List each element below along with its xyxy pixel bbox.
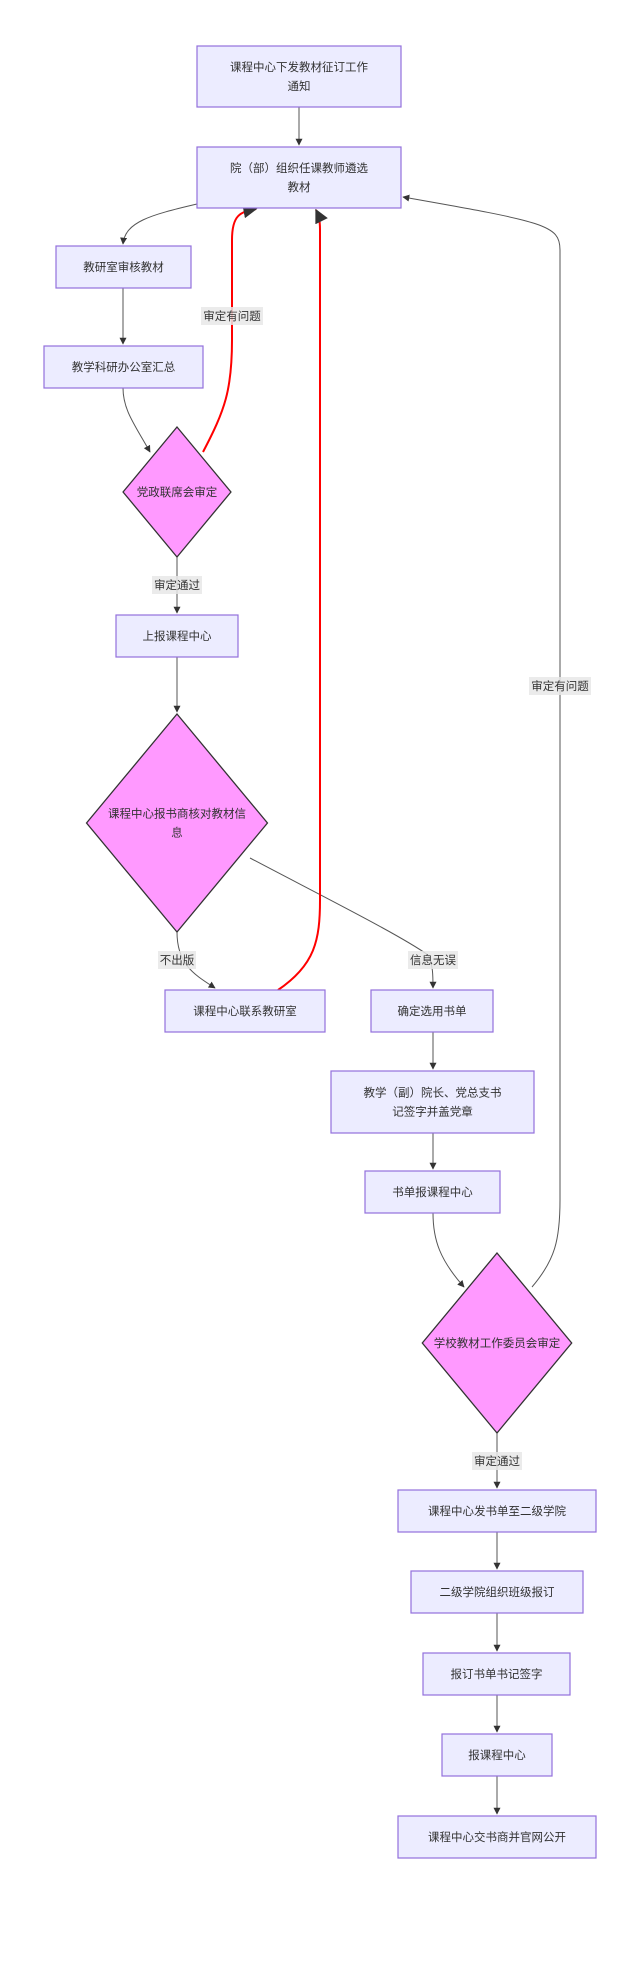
edge-label-background — [529, 677, 591, 695]
edge-label-text: 审定有问题 — [531, 679, 589, 693]
edge-label-d1-to-n2: 审定有问题 — [201, 307, 263, 325]
process-node-n9: 书单报课程中心 — [364, 1170, 501, 1214]
node-label: 课程中心下发教材征订工作 — [230, 60, 368, 74]
node-label: 教研室审核教材 — [83, 260, 164, 274]
process-box-shape — [410, 1570, 584, 1614]
edge-labels-layer: 审定有问题审定通过不出版信息无误审定有问题审定通过 — [152, 307, 591, 1470]
process-node-n13: 报课程中心 — [441, 1733, 553, 1777]
edge-label-background — [408, 951, 458, 969]
edge-label-background — [472, 1452, 522, 1470]
edge-label-d2-to-n7: 信息无误 — [408, 951, 458, 969]
decision-diamond-shape — [421, 1251, 573, 1435]
edge-label-d3-to-n10: 审定通过 — [472, 1452, 522, 1470]
process-box-shape — [364, 1170, 501, 1214]
node-label: 通知 — [288, 79, 311, 93]
process-box-shape — [441, 1733, 553, 1777]
nodes-layer: 课程中心下发教材征订工作通知院（部）组织任课教师遴选教材教研室审核教材教学科研办… — [43, 45, 597, 1859]
edge-label-background — [152, 576, 202, 594]
process-box-shape — [397, 1489, 597, 1533]
process-node-n7: 确定选用书单 — [370, 989, 494, 1033]
node-label: 息 — [171, 826, 183, 840]
node-label: 院（部）组织任课教师遴选 — [230, 161, 368, 175]
process-node-n11: 二级学院组织班级报订 — [410, 1570, 584, 1614]
edge-n2-to-n3 — [120, 203, 198, 245]
process-box-shape — [115, 614, 239, 658]
process-node-n4: 教学科研办公室汇总 — [43, 345, 204, 389]
node-label: 课程中心联系教研室 — [193, 1004, 297, 1018]
node-label: 记签字并盖党章 — [392, 1105, 473, 1119]
edge-label-d3-to-n2: 审定有问题 — [529, 677, 591, 695]
decision-diamond-shape — [122, 425, 232, 559]
edge-n4-to-d1 — [122, 387, 151, 453]
node-label: 教学（副）院长、党总支书 — [364, 1086, 502, 1100]
process-box-shape — [330, 1070, 535, 1134]
node-label: 课程中心报书商核对教材信 — [108, 807, 246, 821]
edge-label-text: 信息无误 — [410, 953, 456, 967]
node-label: 教学科研办公室汇总 — [72, 360, 176, 374]
edge-label-background — [158, 951, 196, 969]
edge-label-text: 审定通过 — [154, 578, 200, 592]
process-box-shape — [397, 1815, 597, 1859]
node-label: 确定选用书单 — [398, 1004, 467, 1018]
edges-layer — [119, 107, 561, 1815]
process-box-shape — [196, 45, 402, 108]
process-box-shape — [164, 989, 326, 1033]
edge-label-text: 审定通过 — [474, 1454, 520, 1468]
process-node-n3: 教研室审核教材 — [55, 245, 192, 289]
edge-label-text: 审定有问题 — [203, 309, 261, 323]
edge-d3-to-n2 — [402, 194, 561, 1288]
edge-label-background — [201, 307, 263, 325]
edge-n6-to-n2 — [277, 208, 328, 991]
process-node-n10: 课程中心发书单至二级学院 — [397, 1489, 597, 1533]
process-node-n14: 课程中心交书商并官网公开 — [397, 1815, 597, 1859]
node-label: 上报课程中心 — [143, 629, 212, 643]
node-label: 教材 — [288, 180, 311, 194]
node-label: 报订书单书记签字 — [451, 1667, 543, 1681]
edge-label-text: 不出版 — [160, 953, 195, 967]
process-box-shape — [422, 1652, 571, 1696]
edge-label-d1-to-n5: 审定通过 — [152, 576, 202, 594]
edge-label-d2-to-n6: 不出版 — [158, 951, 196, 969]
edge-d2-to-n7 — [249, 857, 437, 989]
edge-d1-to-n2 — [202, 204, 258, 453]
node-label: 课程中心交书商并官网公开 — [428, 1830, 566, 1844]
process-box-shape — [55, 245, 192, 289]
process-box-shape — [370, 989, 494, 1033]
node-label: 课程中心发书单至二级学院 — [428, 1504, 566, 1518]
node-label: 党政联席会审定 — [137, 485, 218, 499]
edge-n9-to-d3 — [432, 1212, 465, 1288]
decision-node-d1: 党政联席会审定 — [122, 425, 232, 559]
process-node-n5: 上报课程中心 — [115, 614, 239, 658]
process-box-shape — [196, 146, 402, 209]
decision-node-d3: 学校教材工作委员会审定 — [421, 1251, 573, 1435]
process-box-shape — [43, 345, 204, 389]
process-node-n12: 报订书单书记签字 — [422, 1652, 571, 1696]
node-label: 书单报课程中心 — [392, 1185, 473, 1199]
node-label: 学校教材工作委员会审定 — [434, 1336, 561, 1350]
node-label: 二级学院组织班级报订 — [440, 1585, 555, 1599]
process-node-n6: 课程中心联系教研室 — [164, 989, 326, 1033]
node-label: 报课程中心 — [468, 1748, 526, 1762]
decision-diamond-shape — [85, 712, 269, 934]
